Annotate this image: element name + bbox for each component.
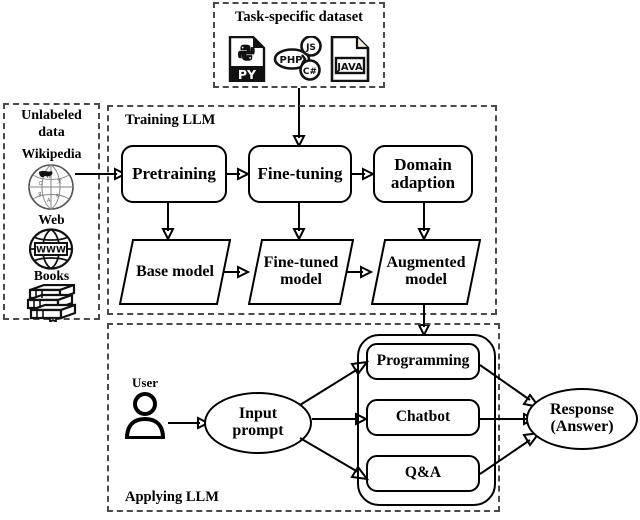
php-js-csharp-icon-cluster: PHP JS C#: [272, 35, 324, 82]
python-file-icon: PY: [228, 35, 266, 83]
node-input-prompt-label-line2: prompt: [232, 422, 284, 439]
node-qa-label: Q&A: [404, 464, 442, 482]
applying-llm-label: Applying LLM: [125, 489, 219, 505]
web-icon-label: WWW: [36, 246, 66, 256]
node-fine-tuned-model-labels: Fine-tuned model: [248, 254, 354, 289]
node-fine-tuning[interactable]: Fine-tuning: [248, 145, 352, 203]
node-qa[interactable]: Q&A: [366, 455, 480, 492]
node-domain-adaption-label-line1: Domain: [394, 155, 452, 175]
node-response[interactable]: Response (Answer): [526, 388, 638, 450]
node-base-model[interactable]: Base model: [119, 239, 231, 305]
node-fine-tuned-model-label-line1: Fine-tuned: [263, 254, 339, 272]
web-icon: WWW: [28, 228, 74, 275]
node-domain-adaption[interactable]: Domain adaption: [373, 145, 473, 203]
node-augmented-model-label-line1: Augmented: [386, 254, 466, 272]
training-llm-label: Training LLM: [125, 112, 216, 128]
python-file-label: PY: [238, 67, 257, 82]
source-label-books: Books: [33, 268, 70, 283]
js-label: JS: [305, 43, 316, 53]
source-label-web: Web: [38, 212, 65, 227]
node-augmented-model-label-line2: model: [405, 271, 447, 288]
node-programming[interactable]: Programming: [366, 343, 480, 380]
wikipedia-icon: Ω 文 Я ह A W: [26, 163, 76, 216]
node-augmented-model-labels: Augmented model: [371, 254, 481, 289]
node-fine-tuned-model-label-line2: model: [280, 271, 322, 288]
node-augmented-model[interactable]: Augmented model: [371, 239, 481, 305]
svg-text:Я: Я: [38, 192, 41, 198]
node-pretraining[interactable]: Pretraining: [121, 145, 227, 203]
node-response-label-line2: (Answer): [550, 418, 614, 435]
node-base-model-label: Base model: [136, 262, 214, 280]
node-chatbot-label: Chatbot: [395, 408, 451, 426]
group-training-llm: [107, 105, 497, 315]
svg-text:A: A: [47, 198, 51, 204]
node-response-label-line1: Response: [549, 401, 614, 419]
svg-text:文: 文: [57, 178, 62, 185]
source-label-wikipedia: Wikipedia: [21, 146, 82, 161]
task-specific-dataset-title: Task-specific dataset: [235, 9, 363, 25]
node-input-prompt-label-line1: Input: [238, 405, 278, 423]
svg-text:W: W: [46, 174, 51, 180]
user-icon: [123, 391, 167, 444]
java-file-label: JAVA: [336, 62, 363, 73]
node-domain-adaption-label-line2: adaption: [390, 173, 456, 192]
java-file-icon: JAVA: [330, 35, 370, 83]
dataset-icons: PY PHP JS C#: [228, 35, 370, 83]
node-fine-tuned-model[interactable]: Fine-tuned model: [248, 239, 354, 305]
node-programming-label: Programming: [376, 352, 470, 370]
user-label: User: [132, 375, 158, 390]
node-chatbot[interactable]: Chatbot: [366, 399, 480, 436]
php-label: PHP: [279, 55, 302, 66]
svg-text:ह: ह: [56, 193, 59, 199]
svg-text:Ω: Ω: [39, 181, 43, 187]
node-input-prompt[interactable]: Input prompt: [204, 392, 312, 454]
node-fine-tuning-label: Fine-tuning: [257, 164, 343, 184]
group-applying-llm: [107, 323, 500, 512]
unlabeled-data-title-line1: Unlabeled: [21, 108, 82, 123]
unlabeled-data-title-line2: data: [38, 125, 65, 140]
group-task-specific-dataset: [213, 2, 385, 88]
node-pretraining-label: Pretraining: [132, 164, 216, 184]
books-icon: [26, 283, 78, 327]
csharp-label: C#: [303, 67, 317, 77]
